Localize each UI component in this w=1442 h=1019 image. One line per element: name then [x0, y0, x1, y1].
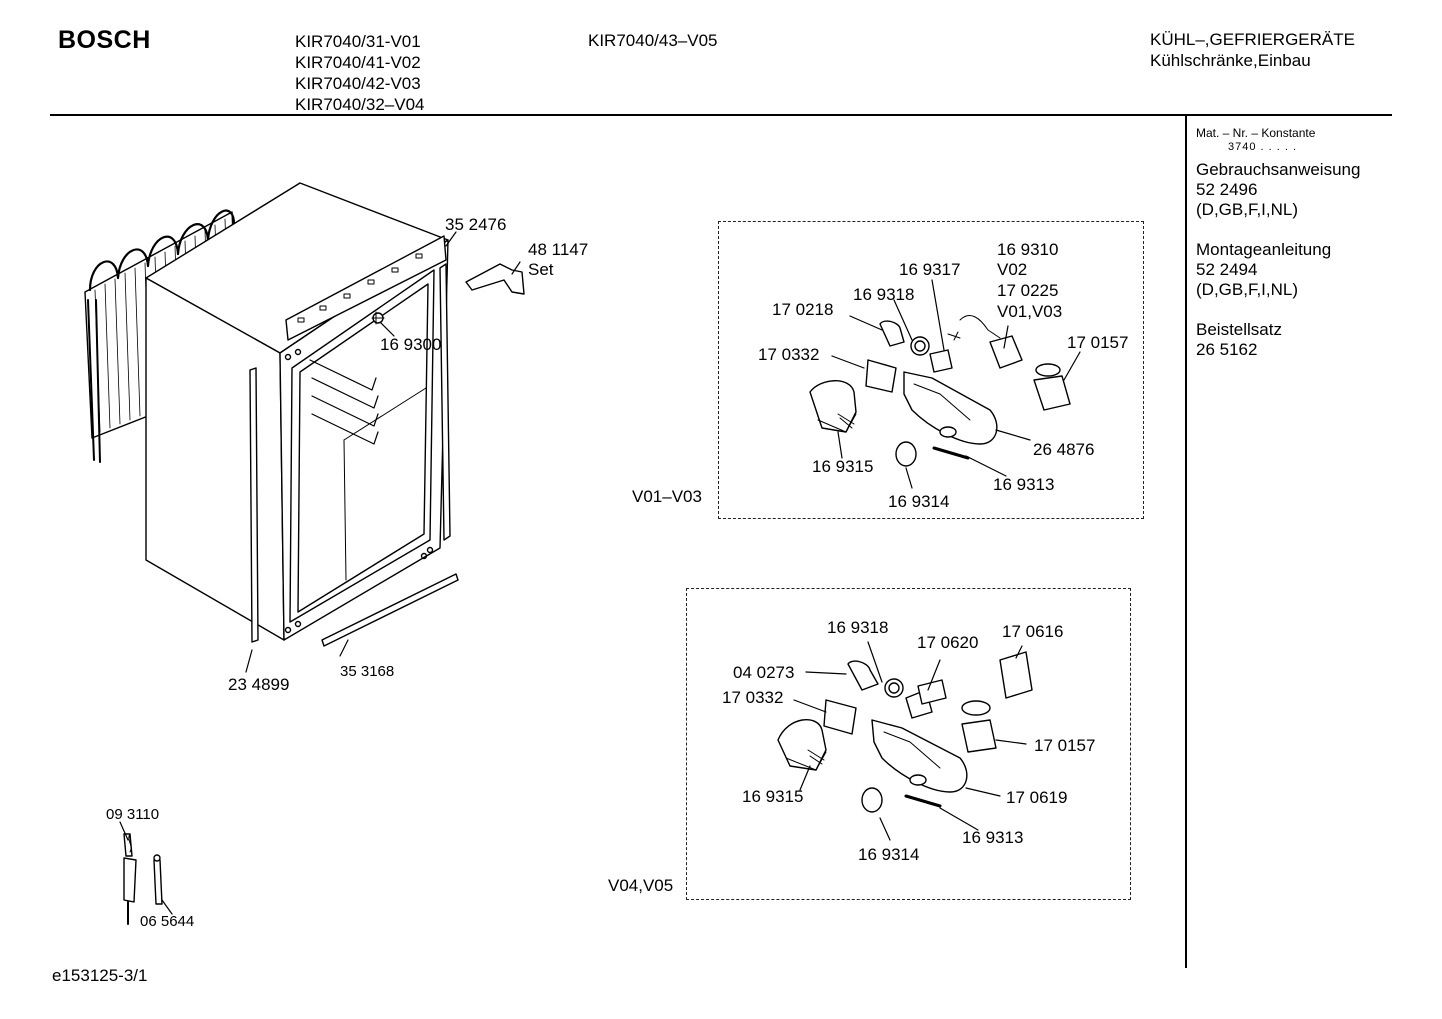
part-label-170332: 17 0332 — [758, 345, 820, 364]
assembly-langs: (D,GB,F,I,NL) — [1196, 280, 1299, 299]
part-label-169314: 16 9314 — [888, 492, 950, 511]
leader-lines-v04 — [793, 641, 1027, 841]
part-label-v01v03: V01,V03 — [997, 302, 1063, 321]
part-label-353168: 35 3168 — [340, 663, 395, 680]
manual-langs: (D,GB,F,I,NL) — [1196, 200, 1299, 219]
part-label-169315-b: 16 9315 — [742, 787, 804, 806]
part-label-169310: 16 9310 — [997, 240, 1059, 259]
header-rule — [50, 114, 1392, 116]
part-label-170619: 17 0619 — [1006, 788, 1068, 807]
leader-lines-v01 — [831, 279, 1081, 489]
part-label-169317: 16 9317 — [899, 260, 961, 279]
part-label-v02: V02 — [997, 260, 1028, 279]
lamp-assembly-v01 — [809, 315, 1071, 467]
category: KÜHL–,GEFRIERGERÄTE Kühlschränke,Einbau — [1150, 29, 1355, 71]
part-label-169318: 16 9318 — [853, 285, 915, 304]
model-3: KIR7040/42-V03 — [295, 74, 421, 93]
kit-title: Beistellsatz — [1196, 320, 1282, 339]
bracket-part — [465, 263, 525, 295]
sensor-parts — [119, 821, 173, 925]
part-label-169318-b: 16 9318 — [827, 618, 889, 637]
part-label-169315: 16 9315 — [812, 457, 874, 476]
kit-number: 26 5162 — [1196, 340, 1258, 359]
mat-label: Mat. – Nr. – Konstante — [1196, 126, 1316, 140]
lamp-assembly-v04 — [777, 651, 1033, 813]
model-1: KIR7040/31-V01 — [295, 32, 421, 51]
group-frame-v04 — [686, 588, 1131, 900]
assembly-title: Montageanleitung — [1196, 240, 1332, 259]
category-line-2: Kühlschränke,Einbau — [1150, 51, 1311, 70]
part-label-169314-b: 16 9314 — [858, 845, 920, 864]
model-list: KIR7040/31-V01 KIR7040/41-V02 KIR7040/42… — [295, 31, 425, 115]
model-5: KIR7040/43–V05 — [588, 31, 718, 50]
category-line-1: KÜHL–,GEFRIERGERÄTE — [1150, 30, 1355, 49]
part-label-170157-b: 17 0157 — [1034, 736, 1096, 755]
cabinet — [145, 182, 451, 643]
variant-label-v04: V04,V05 — [608, 876, 674, 895]
model-2: KIR7040/41-V02 — [295, 53, 421, 72]
drawing-id: e153125-3/1 — [52, 966, 148, 985]
leader-lines-main — [245, 231, 521, 673]
part-label-170157: 17 0157 — [1067, 333, 1129, 352]
group-frame-v01 — [718, 221, 1144, 519]
part-label-093110: 09 3110 — [106, 806, 160, 823]
part-label-169313-b: 16 9313 — [962, 828, 1024, 847]
part-label-170620: 17 0620 — [917, 633, 979, 652]
part-label-481147: 48 1147 — [528, 240, 589, 259]
side-divider — [1185, 116, 1187, 968]
variant-label-v01: V01–V03 — [632, 487, 702, 506]
part-label-065644: 06 5644 — [140, 913, 195, 930]
assembly-number: 52 2494 — [1196, 260, 1258, 279]
part-label-234899: 23 4899 — [228, 675, 290, 694]
mat-code: 3740 . . . . . — [1228, 141, 1298, 153]
part-label-170225: 17 0225 — [997, 281, 1059, 300]
part-label-170332-b: 17 0332 — [722, 688, 784, 707]
part-label-170218: 17 0218 — [772, 300, 834, 319]
manual-title: Gebrauchsanweisung — [1196, 160, 1361, 179]
part-label-352476: 35 2476 — [445, 215, 507, 234]
bottom-trim-part — [321, 573, 459, 647]
manual-number: 52 2496 — [1196, 180, 1258, 199]
part-label-264876: 26 4876 — [1033, 440, 1095, 459]
side-panel: Mat. – Nr. – Konstante 3740 . . . . . Ge… — [1196, 126, 1360, 380]
part-label-169300: 16 9300 — [380, 335, 442, 354]
part-label-169313: 16 9313 — [993, 475, 1055, 494]
part-label-set: Set — [528, 260, 554, 279]
model-4: KIR7040/32–V04 — [295, 95, 425, 114]
brand-logo: BOSCH — [58, 26, 151, 54]
part-label-170616: 17 0616 — [1002, 622, 1064, 641]
part-label-040273: 04 0273 — [733, 663, 795, 682]
thermostat-part — [371, 311, 385, 325]
